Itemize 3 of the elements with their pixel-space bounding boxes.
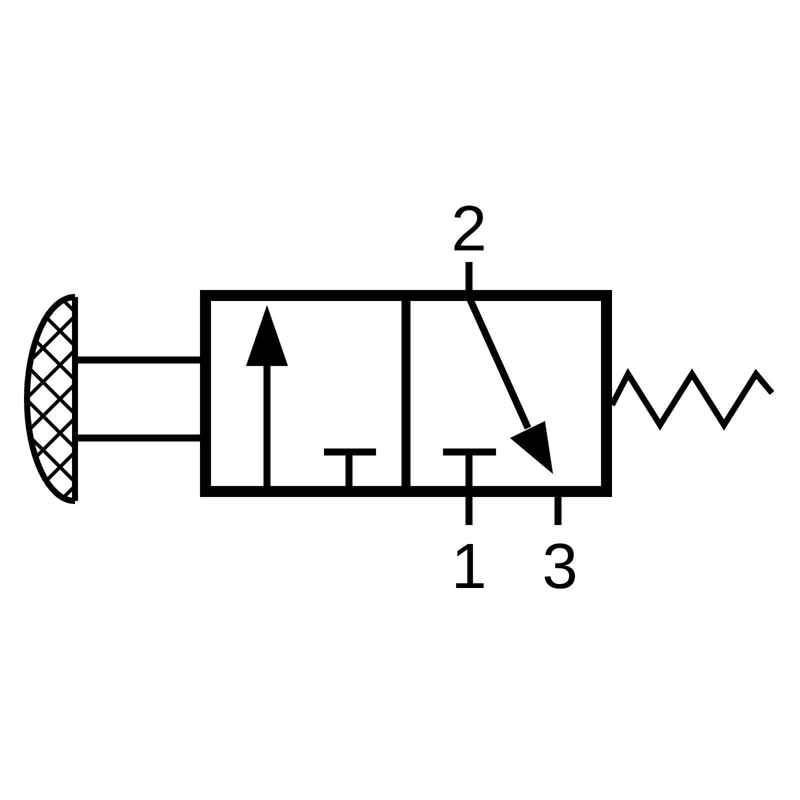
- port-number: 1: [456, 544, 484, 588]
- port-number: 3: [544, 543, 575, 589]
- port-number: 2: [454, 206, 484, 250]
